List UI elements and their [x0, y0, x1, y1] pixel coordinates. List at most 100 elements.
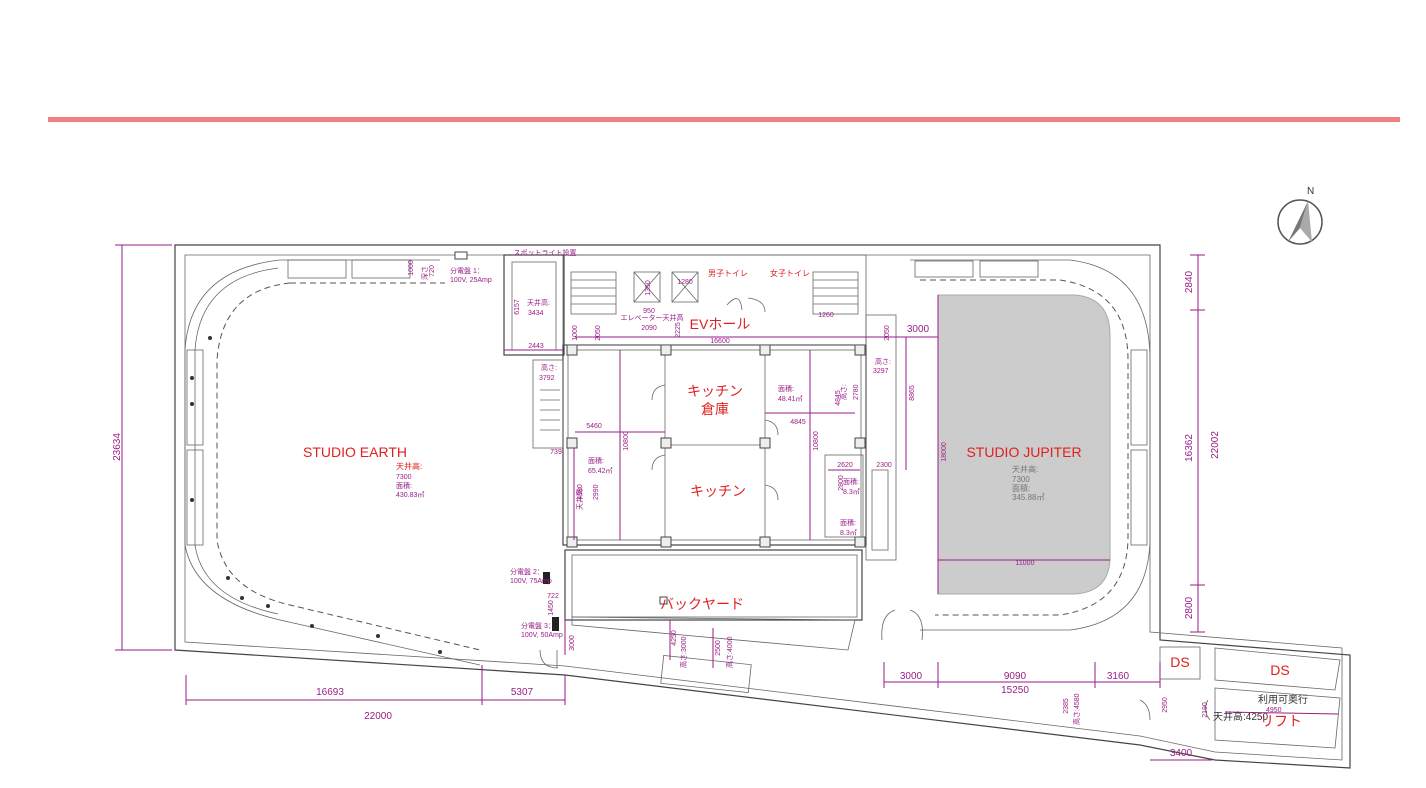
backyard-name: バックヤード [660, 596, 744, 612]
ceil-3434-label: 天井高: [527, 298, 550, 307]
lift-ceiling: 天井高:4250 [1213, 710, 1268, 723]
dim-2800-k: 2800 [838, 475, 845, 491]
dimension-labels: 23634 16693 5307 22000 2840 16362 2800 2… [112, 260, 1221, 759]
dim-3160: 3160 [1107, 671, 1130, 682]
dim-2190: 2190 [1202, 702, 1209, 718]
dim-720: 720 [429, 265, 436, 277]
central-core [562, 344, 867, 548]
dim-8865: 8865 [909, 385, 916, 401]
dim-1450: 1450 [548, 600, 555, 616]
studio-jupiter-area: 345.88㎡ [1012, 493, 1044, 502]
dim-1000-a: 1000 [572, 325, 579, 341]
panel2-title: 分電盤 2： [510, 567, 544, 576]
dim-2800: 2800 [1184, 596, 1195, 619]
dim-2090: 2090 [641, 325, 657, 332]
ev-ceiling: エレベーター天井高 [621, 313, 684, 322]
lift-name: リフト [1260, 713, 1302, 729]
height-3792-label: 高さ: [541, 363, 557, 372]
area-6542-value: 65.42㎡ [588, 467, 613, 475]
dimension-lines [115, 244, 1212, 761]
dim-16362: 16362 [1184, 434, 1195, 462]
dim-11000: 11000 [1016, 560, 1035, 567]
panel3-spec: 100V, 50Amp [521, 632, 563, 639]
area-4841-value: 48.41㎡ [778, 395, 803, 403]
height-4000-note: 高さ:4000 [725, 636, 734, 668]
dim-1000: 1000 [408, 260, 415, 276]
dim-2500: 2500 [715, 640, 722, 656]
dim-1350: 1350 [645, 280, 652, 296]
compass-icon: N [1277, 186, 1323, 245]
dim-4980: 4980 [577, 484, 584, 500]
studio-earth-name: STUDIO EARTH [303, 444, 407, 460]
dim-3000-top: 3000 [907, 324, 930, 335]
dim-22002: 22002 [1210, 431, 1221, 459]
panel1-icon [454, 251, 468, 260]
studio-jupiter-area [881, 259, 1151, 641]
dim-16600: 16600 [710, 338, 730, 345]
ds2-label: DS [1270, 662, 1289, 678]
dim-3400: 3400 [1170, 748, 1193, 759]
panel2-icon [543, 572, 550, 584]
dim-2840: 2840 [1184, 270, 1195, 293]
height-4580-note: 高さ:4580 [1072, 693, 1081, 725]
height-3297-value: 3297 [873, 368, 889, 375]
dim-22000: 22000 [364, 711, 392, 722]
area-4841-label: 面積: [778, 384, 794, 393]
height-3792-value: 3792 [539, 375, 555, 382]
ev-hall: EVホール [690, 316, 751, 332]
area-83a-value: 8.3㎡ [843, 488, 860, 496]
dim-4845-b: 4845 [835, 390, 842, 406]
dim-18000: 18000 [941, 442, 948, 462]
dim-2385: 2385 [1063, 698, 1070, 714]
dim-3000-bottom: 3000 [900, 671, 923, 682]
dim-2950: 2950 [1162, 697, 1169, 713]
studio-earth-area [184, 259, 481, 666]
dim-5307: 5307 [511, 687, 534, 698]
dim-2050-left: 2050 [595, 325, 602, 341]
studio-jupiter-ceiling: 7300 [1012, 475, 1030, 484]
dim-739: 739 [550, 449, 562, 456]
dim-16693: 16693 [316, 687, 344, 698]
dim-6157: 6157 [514, 299, 521, 315]
ds1-label: DS [1170, 654, 1189, 670]
service-block [503, 254, 897, 561]
height-2780-value: 2780 [853, 384, 860, 400]
dim-1260: 1260 [818, 312, 834, 319]
ceil-3434-value: 3434 [528, 310, 544, 317]
ceil-2990-value: 2990 [593, 484, 600, 500]
studio-jupiter-name: STUDIO JUPITER [966, 444, 1081, 460]
area-83a-label: 面積: [843, 477, 859, 486]
dim-722: 722 [547, 593, 559, 600]
dim-10800-a: 10800 [623, 431, 630, 451]
panel1-spec: 100V, 25Amp [450, 277, 492, 284]
panel1-title: 分電盤 1： [450, 266, 484, 275]
dim-15250: 15250 [1001, 685, 1029, 696]
backyard-area [539, 549, 863, 693]
panel2-spec: 100V, 75Amp [510, 578, 552, 585]
spotlight-note: スポットライト設置 [514, 248, 577, 257]
dim-2050-right: 2050 [884, 325, 891, 341]
dim-3000-backyard: 3000 [569, 635, 576, 651]
lift-depth: 4950 [1266, 707, 1282, 714]
womens-toilet: 女子トイレ [770, 268, 810, 278]
dim-10800-b: 10800 [813, 431, 820, 451]
height-2780-label: 高さ: [839, 384, 848, 400]
ceil-2990-label: 天井高: [575, 487, 584, 510]
studio-jupiter-ceiling-label: 天井高: [1012, 464, 1038, 474]
height-3297-label: 高さ: [875, 357, 891, 366]
dim-2620: 2620 [837, 462, 853, 469]
header-rule [48, 117, 1400, 122]
area-83b-label: 面積: [840, 518, 856, 527]
kitchen-storage-line2: 倉庫 [701, 401, 729, 417]
studio-earth-ceiling: 7300 [396, 474, 412, 481]
kitchen-name: キッチン [690, 483, 746, 499]
dim-2300: 2300 [876, 462, 892, 469]
studio-jupiter-area-label: 面積: [1012, 483, 1030, 493]
dim-2225: 2225 [675, 322, 682, 338]
studio-earth-ceiling-label: 天井高: [396, 461, 422, 471]
compass-label: N [1307, 186, 1314, 197]
height-3000-note: 高さ:3000 [679, 636, 688, 668]
dim-2443: 2443 [528, 343, 544, 350]
studio-earth-area-label: 面積: [396, 481, 412, 490]
